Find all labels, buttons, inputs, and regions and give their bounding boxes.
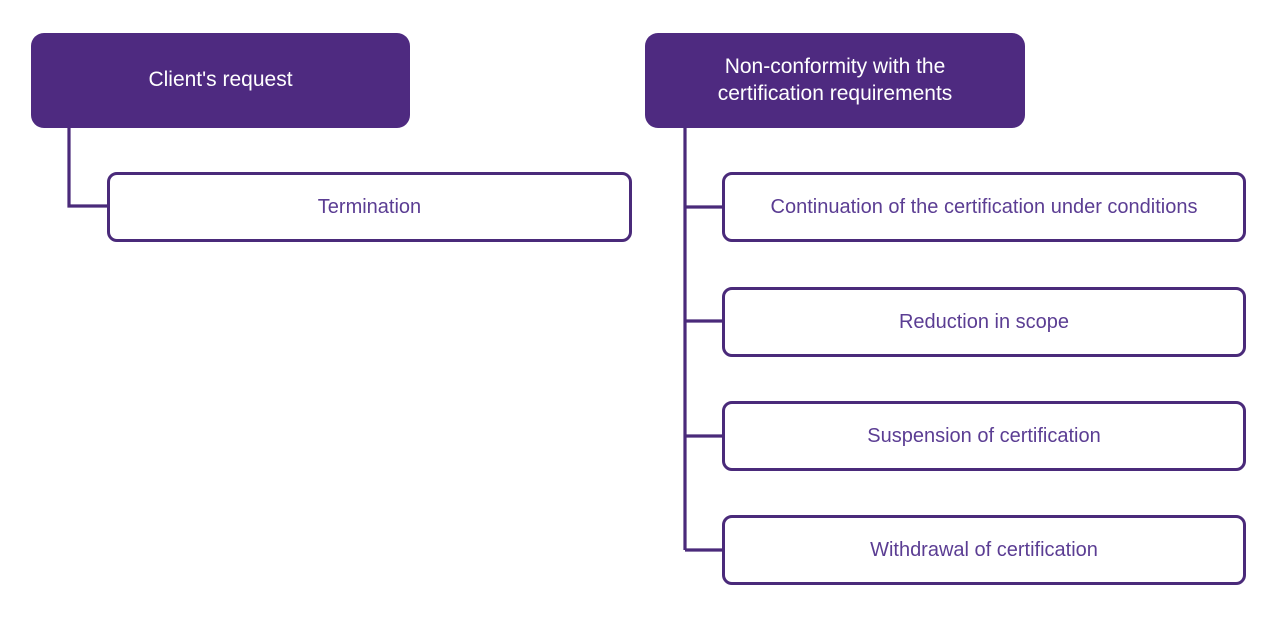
- node-non-conformity[interactable]: Non-conformity with the certification re…: [645, 33, 1025, 128]
- node-continuation-label: Continuation of the certification under …: [770, 195, 1198, 218]
- node-reduction-in-scope-label: Reduction in scope: [898, 310, 1070, 333]
- node-termination-label: Termination: [317, 195, 422, 218]
- node-withdrawal-label: Withdrawal of certification: [870, 538, 1098, 561]
- node-suspension[interactable]: Suspension of certification: [722, 401, 1246, 471]
- node-client-request-label: Client's request: [148, 68, 293, 92]
- connector-client-request-to-termination: [67, 128, 107, 208]
- node-client-request[interactable]: Client's request: [31, 33, 410, 128]
- node-withdrawal[interactable]: Withdrawal of certification: [722, 515, 1246, 585]
- node-suspension-label: Suspension of certification: [867, 424, 1101, 447]
- node-reduction-in-scope[interactable]: Reduction in scope: [722, 287, 1246, 357]
- node-continuation[interactable]: Continuation of the certification under …: [722, 172, 1246, 242]
- node-non-conformity-label: Non-conformity with the certification re…: [717, 54, 953, 105]
- node-termination[interactable]: Termination: [107, 172, 632, 242]
